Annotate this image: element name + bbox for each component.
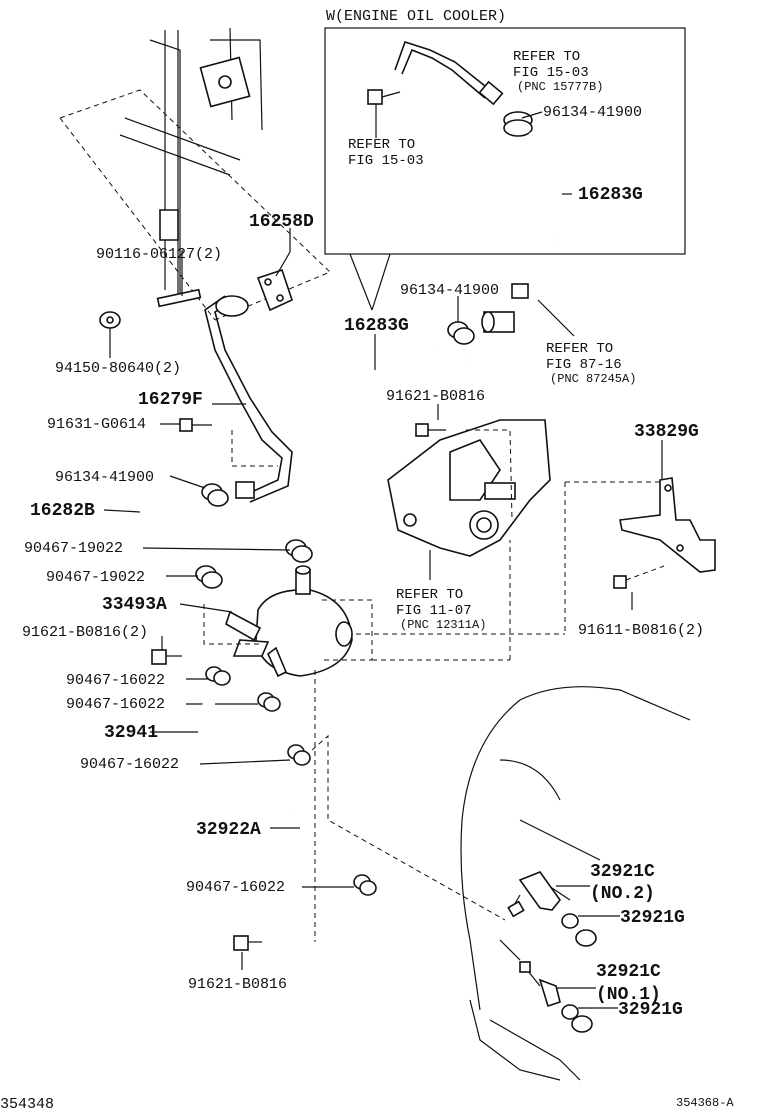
inset-label-96134: 96134-41900 bbox=[543, 104, 642, 121]
bracket-33829G bbox=[619, 477, 716, 573]
bolt-91621-b-icon bbox=[233, 935, 262, 951]
water-pipe-87 bbox=[466, 283, 601, 374]
inset-title: W(ENGINE OIL COOLER) bbox=[326, 8, 506, 25]
label-32921C-no1-sub: (NO.1) bbox=[596, 985, 661, 1005]
hose-32941 bbox=[199, 698, 293, 818]
inset-clamp-icon bbox=[503, 111, 533, 137]
bolt-91611-icon bbox=[613, 565, 665, 589]
label-90467-16022-c: 90467-16022 bbox=[80, 756, 179, 773]
label-33493A: 33493A bbox=[102, 595, 167, 615]
label-90467-16022-b: 90467-16022 bbox=[66, 696, 165, 713]
label-91631-G0614: 91631-G0614 bbox=[47, 416, 146, 433]
clamp-90467-16022-c-icon bbox=[287, 744, 311, 766]
label-32921G-a: 32921G bbox=[620, 908, 685, 928]
label-96134-41900-a: 96134-41900 bbox=[55, 469, 154, 486]
fitting-32921C-no1 bbox=[519, 961, 561, 1008]
clamp-90467-19022-b-icon bbox=[195, 565, 223, 589]
label-91621-B0816-c: 91621-B0816 bbox=[386, 388, 485, 405]
label-90467-16022-d: 90467-16022 bbox=[186, 879, 285, 896]
clamp-90467-19022-a-icon bbox=[285, 539, 313, 563]
fitting-32921C-no2 bbox=[507, 871, 562, 918]
ref-fig87-line1: REFER TO bbox=[546, 341, 613, 357]
label-16282B: 16282B bbox=[30, 501, 95, 521]
inset-oil-pipe bbox=[394, 41, 491, 91]
radiator-area bbox=[59, 27, 331, 321]
ref-fig11-line2: FIG 11-07 bbox=[396, 603, 472, 619]
label-16283G: 16283G bbox=[344, 316, 409, 336]
label-94150-80640: 94150-80640(2) bbox=[55, 360, 181, 377]
label-90116-06127: 90116-06127(2) bbox=[96, 246, 222, 263]
label-32941: 32941 bbox=[104, 723, 158, 743]
gasket-32921G-a-icon bbox=[561, 913, 597, 947]
hose-16282B bbox=[127, 479, 211, 560]
nut-icon bbox=[99, 311, 121, 329]
label-91621-B0816-b: 91621-B0816 bbox=[188, 976, 287, 993]
label-96134-41900-b: 96134-41900 bbox=[400, 282, 499, 299]
label-90467-19022-a: 90467-19022 bbox=[24, 540, 123, 557]
ref-fig15-a-line3: (PNC 15777B) bbox=[517, 80, 603, 94]
hose-16283G bbox=[300, 337, 442, 542]
label-33829G: 33829G bbox=[634, 422, 699, 442]
gasket-32921G-b-icon bbox=[561, 1004, 593, 1033]
inset-label-16283G: 16283G bbox=[578, 185, 643, 205]
inset-engine-oil-cooler: W(ENGINE OIL COOLER) REFER TO FIG 15-03 … bbox=[324, 8, 686, 255]
oil-cooler-33493A bbox=[225, 565, 353, 678]
ref-fig15-b-line1: REFER TO bbox=[348, 137, 415, 153]
label-32921G-b: 32921G bbox=[618, 1000, 683, 1020]
label-91621-B0816-2: 91621-B0816(2) bbox=[22, 624, 148, 641]
ref-fig15-b-line2: FIG 15-03 bbox=[348, 153, 424, 169]
label-16258D: 16258D bbox=[249, 212, 314, 232]
bolt-91631-icon bbox=[179, 418, 212, 432]
label-32921C-no1: 32921C bbox=[596, 962, 661, 982]
clamp-90467-16022-b-icon bbox=[257, 692, 281, 712]
clamp-96134-icon bbox=[201, 483, 229, 507]
transmission-outline bbox=[460, 686, 691, 1081]
ref-fig15-a-line2: FIG 15-03 bbox=[513, 65, 589, 81]
bracket-assembly bbox=[387, 419, 551, 557]
bolt-91621-a-icon bbox=[151, 649, 182, 665]
clamp-96134-b-icon bbox=[447, 321, 475, 345]
hose-32922A bbox=[258, 719, 360, 882]
label-32921C-no2-sub: (NO.2) bbox=[590, 884, 655, 904]
bolt-91621-c-icon bbox=[415, 423, 446, 437]
inset-frame bbox=[324, 27, 686, 255]
footer-right-id: 354368-A bbox=[676, 1096, 734, 1110]
clamp-90467-16022-a-icon bbox=[205, 666, 231, 686]
ref-fig11-line3: (PNC 12311A) bbox=[400, 618, 486, 632]
ref-fig15-a-line1: REFER TO bbox=[513, 49, 580, 65]
ref-fig87-line3: (PNC 87245A) bbox=[550, 372, 636, 386]
label-90467-16022-a: 90467-16022 bbox=[66, 672, 165, 689]
ref-fig11-line1: REFER TO bbox=[396, 587, 463, 603]
label-32921C-no2: 32921C bbox=[590, 862, 655, 882]
inset-bolt-icon bbox=[367, 89, 401, 105]
label-16279F: 16279F bbox=[138, 390, 203, 410]
clamp-90467-16022-d-icon bbox=[353, 874, 377, 896]
label-90467-19022-b: 90467-19022 bbox=[46, 569, 145, 586]
ref-fig87-line2: FIG 87-16 bbox=[546, 357, 622, 373]
gasket-16258D bbox=[256, 268, 293, 312]
label-91611-B0816: 91611-B0816(2) bbox=[578, 622, 704, 639]
stud-bolt-icon bbox=[156, 288, 202, 308]
footer-left-id: 354348 bbox=[0, 1096, 54, 1112]
label-32922A: 32922A bbox=[196, 820, 261, 840]
oil-pipe-16279F bbox=[204, 295, 293, 503]
